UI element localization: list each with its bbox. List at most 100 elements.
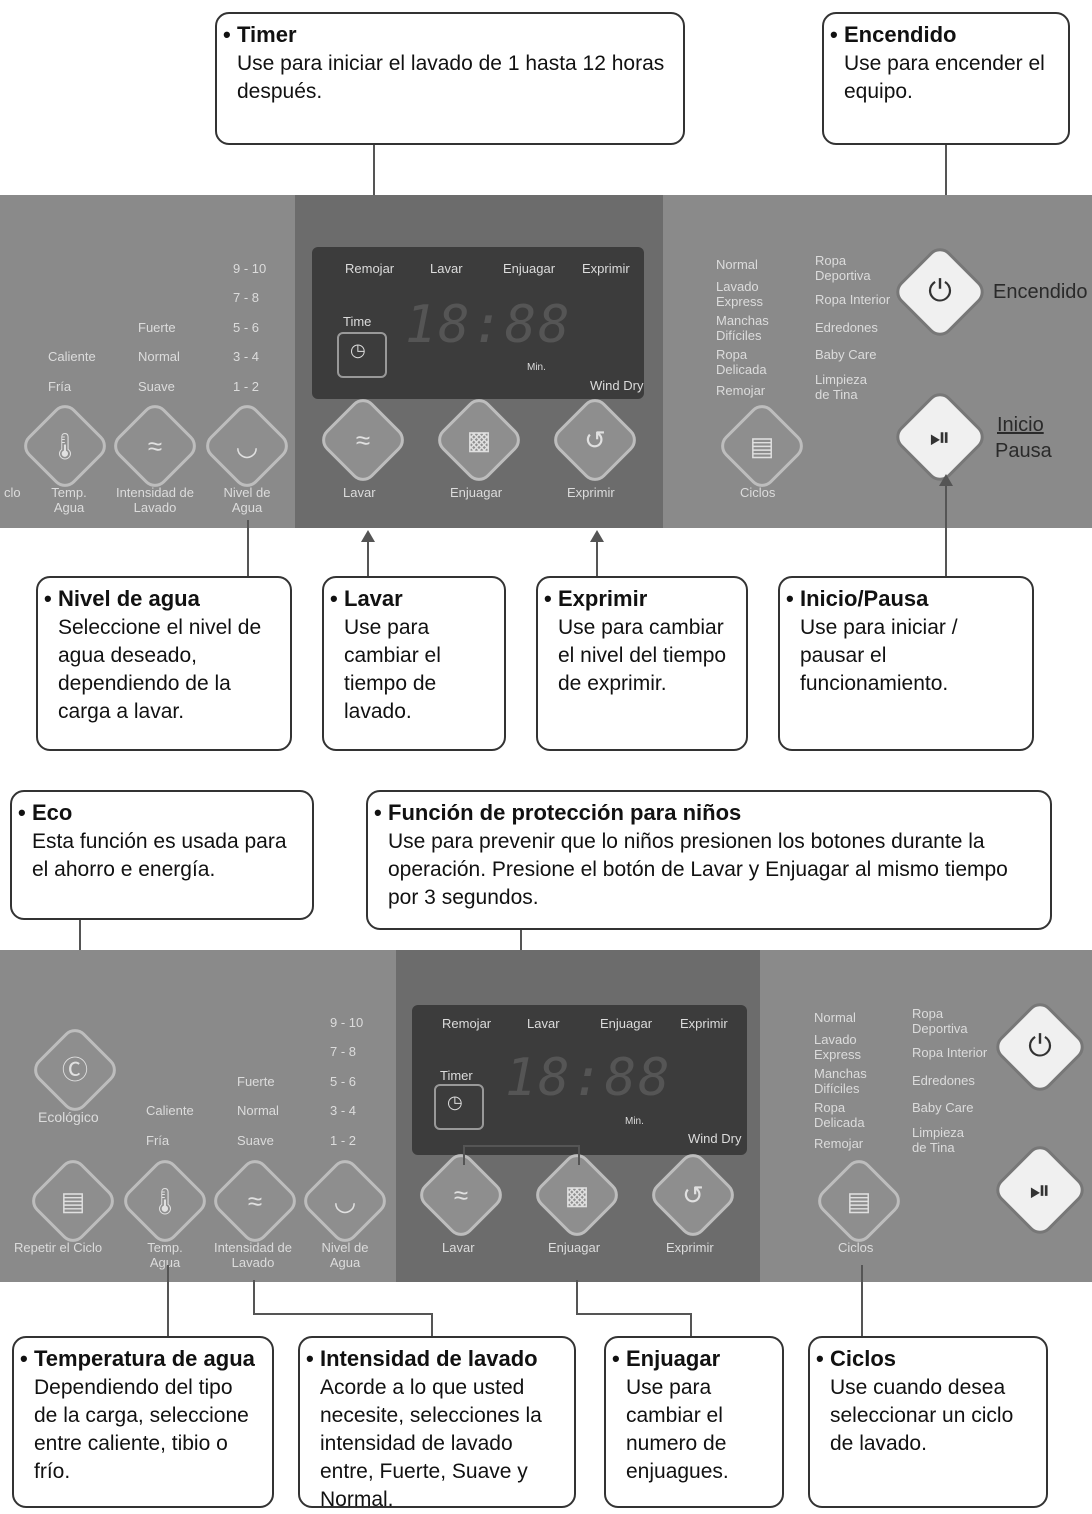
level-3-4: 3 - 4 bbox=[330, 1103, 357, 1118]
btn-label-exprimir: Exprimir bbox=[567, 485, 615, 500]
btn-label-temp: Temp. Agua bbox=[147, 1240, 183, 1270]
connector-line bbox=[945, 484, 947, 576]
cycle-deportiva: Ropa Deportiva bbox=[815, 253, 871, 283]
callout-body: Use para iniciar / pausar el funcionamie… bbox=[800, 616, 958, 695]
callout-lavar: Lavar Use para cambiar el tiempo de lava… bbox=[322, 576, 506, 751]
cycle-remojar: Remojar bbox=[716, 383, 766, 398]
btn-label-enjuagar: Enjuagar bbox=[548, 1240, 601, 1255]
stage-remojar: Remojar bbox=[442, 1016, 492, 1031]
min-label: Min. bbox=[625, 1116, 644, 1127]
cycle-manchas: Manchas Difíciles bbox=[716, 313, 769, 343]
callout-body: Use para iniciar el lavado de 1 hasta 12… bbox=[237, 52, 665, 103]
callout-inicio-pausa: Inicio/Pausa Use para iniciar / pausar e… bbox=[778, 576, 1034, 751]
connector-line bbox=[253, 1313, 433, 1315]
lcd-display bbox=[312, 247, 644, 399]
level-3-4: 3 - 4 bbox=[233, 349, 260, 364]
cycle-shirt-icon: ▤ bbox=[749, 431, 775, 461]
btn-label-intensidad: Intensidad de Lavado bbox=[115, 485, 195, 515]
connector-line bbox=[463, 1145, 465, 1165]
btn-label-enjuagar: Enjuagar bbox=[450, 485, 503, 500]
pausa-label: Pausa bbox=[995, 440, 1052, 462]
eco-label: Ecológico bbox=[38, 1109, 99, 1125]
connector-line bbox=[578, 1145, 580, 1165]
callout-body: Seleccione el nivel de agua deseado, dep… bbox=[58, 616, 262, 723]
cycle-interior: Ropa Interior bbox=[815, 292, 891, 307]
callout-title: Temperatura de agua bbox=[20, 1346, 258, 1372]
water-level-icon: ◡ bbox=[333, 1186, 357, 1216]
connector-line bbox=[576, 1280, 578, 1315]
btn-label-repetir: Repetir el Ciclo bbox=[14, 1240, 103, 1255]
callout-encendido: Encendido Use para encender el equipo. bbox=[822, 12, 1070, 145]
play-pause-icon: ⏯ bbox=[929, 422, 951, 452]
cycle-limpieza: Limpieza de Tina bbox=[912, 1125, 965, 1155]
thermometer-icon: 🌡 bbox=[48, 431, 82, 461]
timer-button[interactable] bbox=[434, 1084, 484, 1130]
callout-temperatura: Temperatura de agua Dependiendo del tipo… bbox=[12, 1336, 274, 1508]
callout-body: Use para prevenir que lo niños presionen… bbox=[388, 830, 1008, 909]
connector-line bbox=[576, 1313, 692, 1315]
btn-label-temp: Temp. Agua bbox=[51, 485, 87, 515]
callout-title: Función de protección para niños bbox=[374, 800, 1036, 826]
cycle-delicada: Ropa Delicada bbox=[814, 1100, 865, 1130]
btn-label-nivel: Nivel de Agua bbox=[321, 1240, 369, 1270]
callout-ciclos: Ciclos Use cuando desea seleccionar un c… bbox=[808, 1336, 1048, 1508]
btn-label-lavar: Lavar bbox=[442, 1240, 475, 1255]
cycle-baby-care: Baby Care bbox=[912, 1100, 974, 1115]
shirt-waves-icon: ≈ bbox=[247, 1186, 263, 1216]
wash-icon: ≈ bbox=[453, 1180, 469, 1210]
btn-label-intensidad: Intensidad de Lavado bbox=[213, 1240, 293, 1270]
timer-button[interactable] bbox=[337, 332, 387, 378]
level-1-2: 1 - 2 bbox=[330, 1133, 357, 1148]
level-7-8: 7 - 8 bbox=[330, 1044, 357, 1059]
level-5-6: 5 - 6 bbox=[233, 320, 260, 335]
connector-arrow bbox=[939, 474, 953, 486]
callout-title: Inicio/Pausa bbox=[786, 586, 1018, 612]
intensity-normal: Normal bbox=[138, 349, 180, 364]
thermometer-icon: 🌡 bbox=[148, 1186, 182, 1216]
water-level-icon: ◡ bbox=[235, 431, 259, 461]
btn-label-ciclos: Ciclos bbox=[740, 485, 776, 500]
cycle-baby-care: Baby Care bbox=[815, 347, 877, 362]
cycle-express: Lavado Express bbox=[716, 279, 763, 309]
callout-title: Encendido bbox=[830, 22, 1054, 48]
callout-title: Intensidad de lavado bbox=[306, 1346, 560, 1372]
timer-label: Time bbox=[343, 314, 372, 329]
connector-line bbox=[596, 540, 598, 576]
connector-line bbox=[247, 520, 249, 576]
cycle-express: Lavado Express bbox=[814, 1032, 861, 1062]
callout-exprimir: Exprimir Use para cambiar el nivel del t… bbox=[536, 576, 748, 751]
callout-title: Ciclos bbox=[816, 1346, 1032, 1372]
btn-label-lavar: Lavar bbox=[343, 485, 376, 500]
stage-lavar: Lavar bbox=[527, 1016, 560, 1031]
callout-body: Dependiendo del tipo de la carga, selecc… bbox=[34, 1376, 249, 1483]
btn-label-nivel: Nivel de Agua bbox=[223, 485, 271, 515]
callout-proteccion-ninos: Función de protección para niños Use par… bbox=[366, 790, 1052, 930]
repeat-shirt-icon: ▤ bbox=[60, 1186, 86, 1216]
cycle-manchas: Manchas Difíciles bbox=[814, 1066, 867, 1096]
callout-title: Nivel de agua bbox=[44, 586, 276, 612]
power-icon: ⏻ bbox=[928, 275, 952, 308]
level-5-6: 5 - 6 bbox=[330, 1074, 357, 1089]
connector-line bbox=[431, 1313, 433, 1337]
connector-arrow bbox=[590, 530, 604, 542]
clock-icon: ◷ bbox=[447, 1092, 463, 1112]
control-panel-bottom: Remojar Lavar Enjuagar Exprimir Timer ◷ … bbox=[0, 950, 1092, 1282]
cycle-interior: Ropa Interior bbox=[912, 1045, 988, 1060]
lcd-display bbox=[412, 1005, 747, 1155]
callout-body: Acorde a lo que usted necesite, seleccio… bbox=[320, 1376, 542, 1511]
callout-intensidad: Intensidad de lavado Acorde a lo que ust… bbox=[298, 1336, 576, 1511]
control-panel-top: Remojar Lavar Enjuagar Exprimir Time ◷ 1… bbox=[0, 195, 1092, 528]
stage-enjuagar: Enjuagar bbox=[600, 1016, 653, 1031]
wash-icon: ≈ bbox=[355, 425, 371, 455]
callout-title: Enjuagar bbox=[612, 1346, 768, 1372]
wind-dry-label: Wind Dry bbox=[688, 1131, 742, 1146]
min-label: Min. bbox=[527, 362, 546, 373]
callout-title: Timer bbox=[223, 22, 669, 48]
callout-nivel-agua: Nivel de agua Seleccione el nivel de agu… bbox=[36, 576, 292, 751]
cycle-normal: Normal bbox=[716, 257, 758, 272]
level-1-2: 1 - 2 bbox=[233, 379, 260, 394]
cycle-shirt-icon: ▤ bbox=[846, 1186, 872, 1216]
encendido-label: Encendido bbox=[993, 281, 1088, 303]
clock-icon: ◷ bbox=[350, 340, 366, 360]
power-icon: ⏻ bbox=[1028, 1030, 1052, 1063]
